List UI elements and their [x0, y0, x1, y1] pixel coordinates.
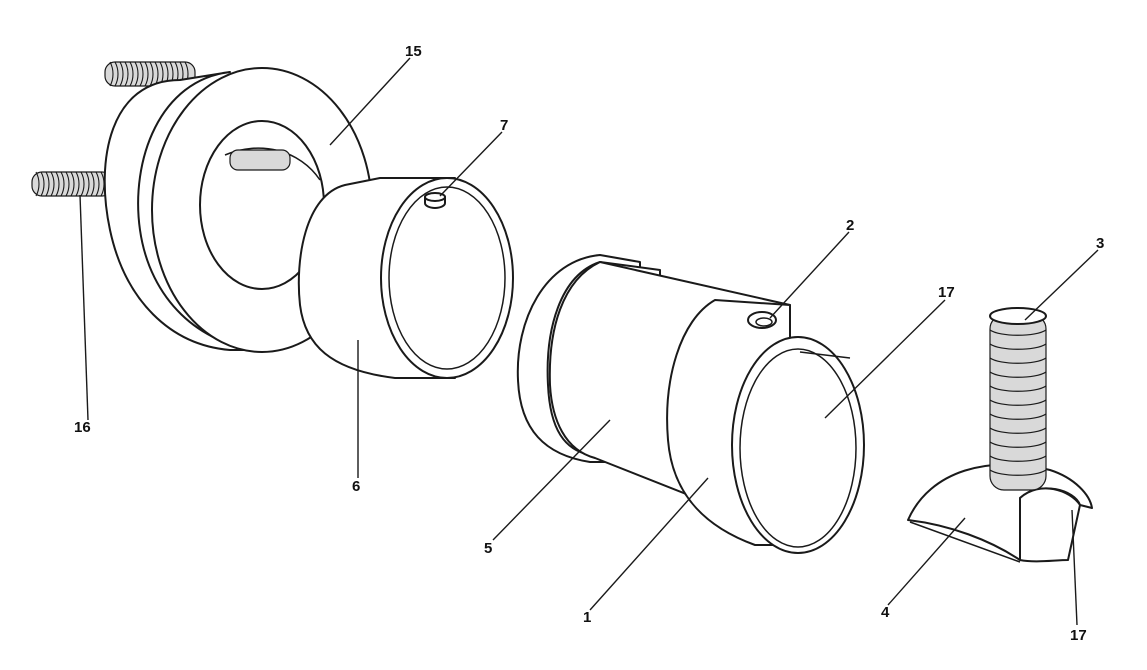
- label-17-lower: 17: [1070, 627, 1087, 644]
- label-7: 7: [500, 117, 508, 134]
- screw-thread-band: [989, 329, 1047, 336]
- label-4: 4: [881, 604, 890, 621]
- thread-ridge: [70, 171, 75, 197]
- thread-ridge: [75, 171, 80, 197]
- main-body: [516, 254, 865, 554]
- label-17-upper: 17: [938, 284, 955, 301]
- thread-ridge: [149, 61, 154, 87]
- thread-ridge: [55, 171, 60, 197]
- screw-thread-band: [989, 385, 1047, 392]
- label-5: 5: [484, 540, 492, 557]
- thread-ridge: [60, 171, 65, 197]
- thread-ridge: [144, 61, 149, 87]
- thread-ridge: [80, 171, 85, 197]
- thread-ridge: [85, 171, 90, 197]
- screw-thread-band: [989, 455, 1047, 462]
- label-15: 15: [405, 43, 422, 60]
- label-3: 3: [1096, 235, 1104, 252]
- thread-ridge: [109, 61, 114, 87]
- label-6: 6: [352, 478, 360, 495]
- threaded-rod-lower: [31, 171, 113, 197]
- label-1: 1: [583, 609, 591, 626]
- thread-ridge: [90, 171, 95, 197]
- sleeve: [297, 177, 514, 379]
- thread-ridge: [134, 61, 139, 87]
- saddle-clamp: [907, 463, 1093, 563]
- pin: [424, 192, 446, 209]
- label-16: 16: [74, 419, 91, 436]
- screw-thread-band: [989, 357, 1047, 364]
- leader-lines: [79, 57, 1099, 626]
- thread-ridge: [50, 171, 55, 197]
- thread-ridge: [95, 171, 100, 197]
- screw-thread-band: [989, 399, 1047, 406]
- screw-thread-band: [989, 343, 1047, 350]
- thread-ridge: [35, 171, 40, 197]
- screw-thread-band: [989, 469, 1047, 476]
- screw-thread-band: [989, 371, 1047, 378]
- thread-ridge: [129, 61, 134, 87]
- thread-ridge: [139, 61, 144, 87]
- screw-thread-band: [989, 413, 1047, 420]
- thread-ridge: [65, 171, 70, 197]
- thread-ridge: [119, 61, 124, 87]
- clamp-screw: [989, 307, 1047, 491]
- thread-ridge: [114, 61, 119, 87]
- label-2: 2: [846, 217, 854, 234]
- thread-ridge: [124, 61, 129, 87]
- thread-ridge: [40, 171, 45, 197]
- thread-ridge: [45, 171, 50, 197]
- screw-thread-band: [989, 427, 1047, 434]
- screw-thread-band: [989, 441, 1047, 448]
